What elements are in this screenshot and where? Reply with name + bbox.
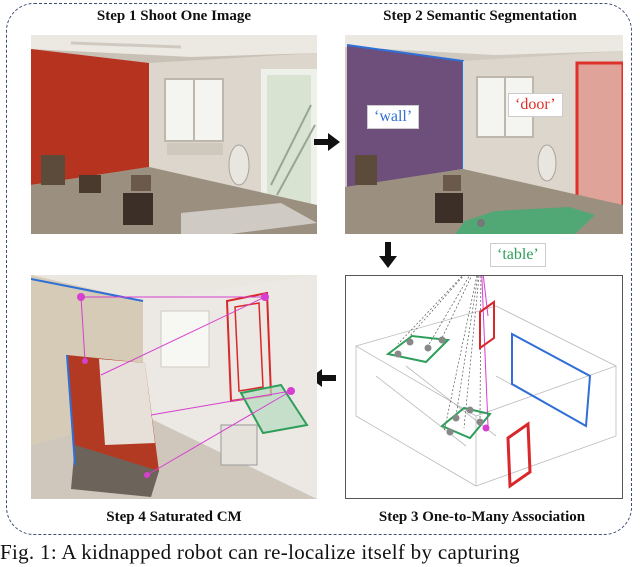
door-label: ‘door’ bbox=[508, 93, 563, 117]
step1-title: Step 1 Shoot One Image bbox=[96, 8, 252, 24]
step4-saturated-cm bbox=[31, 275, 317, 499]
wall-label: ‘wall’ bbox=[367, 105, 420, 129]
step3-association-diagram bbox=[345, 275, 623, 499]
dashed-frame bbox=[6, 3, 632, 535]
step2-title: Step 2 Semantic Segmentation bbox=[383, 8, 577, 24]
table-label: ‘table’ bbox=[490, 243, 546, 267]
arrow-right-icon bbox=[312, 132, 342, 157]
figure-caption: Fig. 1: A kidnapped robot can re-localiz… bbox=[0, 540, 520, 564]
step2-segmentation: ‘wall’ ‘door’ bbox=[345, 35, 623, 234]
step4-title: Step 4 Saturated CM bbox=[106, 509, 242, 525]
step3-title: Step 3 One-to-Many Association bbox=[378, 509, 586, 525]
step1-photo bbox=[31, 35, 317, 234]
arrow-down-icon bbox=[378, 240, 398, 275]
